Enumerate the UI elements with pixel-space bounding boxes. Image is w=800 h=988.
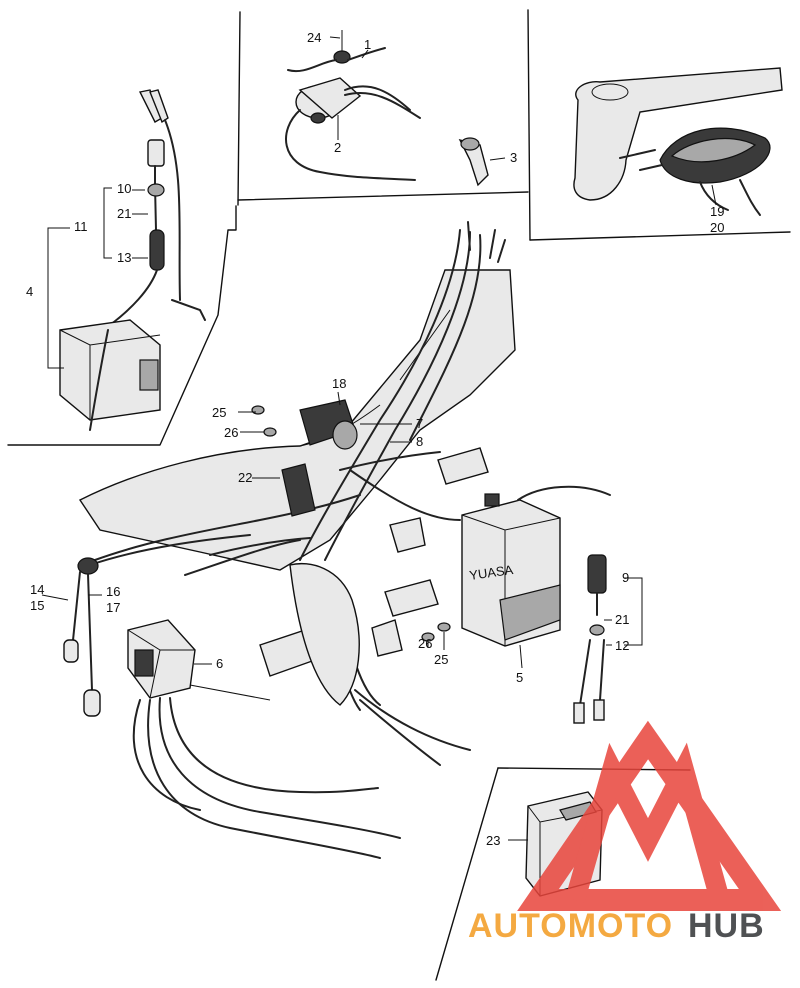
- callout-7: 7: [416, 416, 423, 431]
- headlight-housing-panel: [573, 67, 783, 216]
- regulator-unit: [127, 619, 401, 859]
- watermark-wordmark: AUTOMOTO HUB: [468, 907, 765, 945]
- callout-15: 15: [30, 598, 44, 613]
- watermark-text-hub: HUB: [688, 907, 765, 945]
- callout-14: 14: [30, 582, 44, 597]
- callout-21-left: 21: [117, 206, 131, 221]
- callout-labels: 1 24 2 3 19 20 10 21 11 13 4 18 7 8 25 2…: [26, 30, 724, 848]
- callout-21-right: 21: [615, 612, 629, 627]
- callout-1: 1: [364, 37, 371, 52]
- callout-20: 20: [710, 220, 724, 235]
- callout-18: 18: [332, 376, 346, 391]
- callout-26-right: 26: [418, 636, 432, 651]
- callout-26-left: 26: [224, 425, 238, 440]
- fuse-holder-assembly: [573, 554, 643, 724]
- condenser-assembly: [285, 30, 489, 187]
- callout-17: 17: [106, 600, 120, 615]
- callout-16: 16: [106, 584, 120, 599]
- callout-10: 10: [117, 181, 131, 196]
- callout-24: 24: [307, 30, 321, 45]
- callout-11: 11: [74, 219, 88, 234]
- main-wiring-harness: [78, 221, 516, 766]
- callout-2: 2: [334, 140, 341, 155]
- battery-brand-marking: YUASA: [468, 562, 514, 583]
- callout-23: 23: [486, 833, 500, 848]
- bullet-connectors: [63, 557, 101, 717]
- callout-6: 6: [216, 656, 223, 671]
- callout-25-left: 25: [212, 405, 226, 420]
- callout-19: 19: [710, 204, 724, 219]
- ignition-coil-panel: [47, 89, 206, 431]
- callout-4: 4: [26, 284, 33, 299]
- callout-13: 13: [117, 250, 131, 265]
- callout-25-right: 25: [434, 652, 448, 667]
- watermark-text-automoto: AUTOMOTO: [468, 907, 673, 945]
- watermark-logo: [517, 720, 782, 911]
- callout-22: 22: [238, 470, 252, 485]
- battery: YUASA: [461, 485, 611, 647]
- leader-lines: [41, 36, 717, 841]
- callout-3: 3: [510, 150, 517, 165]
- callout-5: 5: [516, 670, 523, 685]
- callout-9: 9: [622, 570, 629, 585]
- callout-12: 12: [615, 638, 629, 653]
- panel-dividers: [7, 9, 791, 981]
- callout-8: 8: [416, 434, 423, 449]
